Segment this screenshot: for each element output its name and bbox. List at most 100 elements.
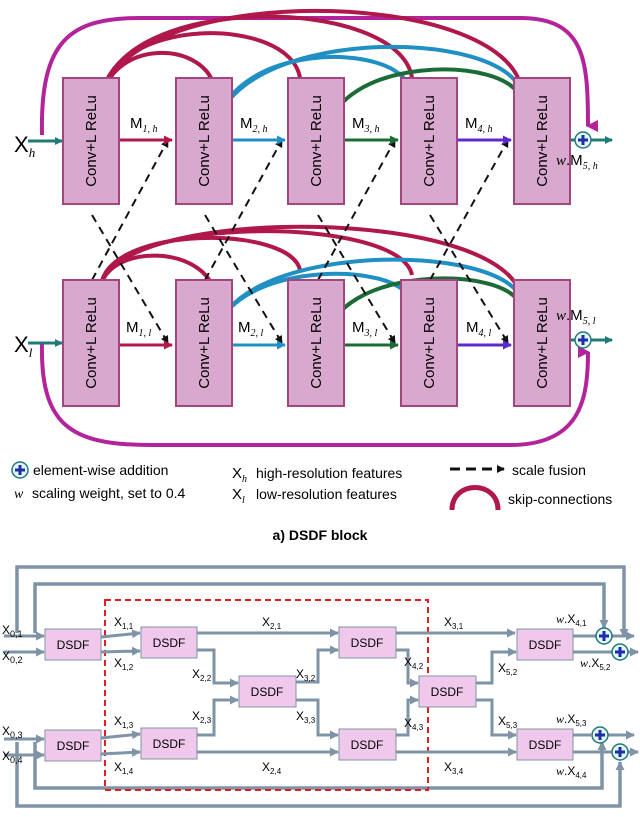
conv-block-label: Conv+L ReLu [196, 297, 213, 389]
edge-x42: X4,2 [404, 655, 424, 671]
input-x03: X0,3 [2, 724, 23, 740]
dsdf-block-4: DSDF [140, 727, 198, 760]
svg-text:DSDF: DSDF [153, 737, 186, 751]
edge-x13: X1,3 [114, 714, 134, 730]
input-x04: X0,4 [2, 749, 23, 765]
conv-block-label: Conv+L ReLu [421, 95, 438, 187]
conv-block-label: Conv+L ReLu [83, 95, 100, 187]
outer-skip-l [39, 341, 590, 447]
conv-block-top-2: Conv+L ReLu [175, 77, 233, 205]
edge-x22: X2,2 [192, 667, 212, 683]
edge-x32: X3,2 [296, 667, 316, 683]
network-outputs: w.X4,1 w.X5,2 w.X5,3 w.X4,4 [556, 612, 611, 780]
output-label-l: w.M5, l [556, 307, 596, 327]
conv-block-top-3: Conv+L ReLu [287, 77, 345, 205]
dsdf-block-5: DSDF [238, 675, 297, 708]
legend-w-symbol: w [14, 487, 24, 502]
network-edges [4, 628, 639, 760]
m-label-1h: M1, h [130, 115, 158, 135]
conv-block-top-1: Conv+L ReLu [62, 77, 120, 205]
m-label-3l: M3, l [352, 319, 378, 339]
dsdf-block-10: DSDF [516, 728, 574, 761]
top-conv-blocks: Conv+L ReLu Conv+L ReLu Conv+L ReLu Conv… [62, 77, 571, 205]
m-label-2l: M2, l [238, 319, 264, 339]
edge-x31: X3,1 [444, 615, 464, 631]
conv-block-label: Conv+L ReLu [308, 95, 325, 187]
output-w-x53: w.X5,3 [556, 712, 587, 728]
bottom-conv-blocks: Conv+L ReLu Conv+L ReLu Conv+L ReLu Conv… [62, 279, 571, 407]
input-x01: X0,1 [2, 623, 23, 639]
svg-text:DSDF: DSDF [351, 636, 384, 650]
svg-text:DSDF: DSDF [251, 685, 284, 699]
plus-icon [595, 627, 613, 645]
svg-text:DSDF: DSDF [57, 638, 90, 652]
legend-w-text: scaling weight, set to 0.4 [32, 485, 186, 501]
m-labels-bottom: M1, l M2, l M3, l M4, l [126, 319, 492, 339]
legend-xh-text: high-resolution features [256, 465, 402, 481]
svg-text:DSDF: DSDF [153, 636, 186, 650]
conv-block-label: Conv+L ReLu [534, 95, 551, 187]
m-label-1l: M1, l [126, 319, 152, 339]
edge-labels: X1,1 X1,2 X1,3 X1,4 X2,1 X2,2 X2,3 X2,4 … [114, 615, 518, 776]
svg-text:DSDF: DSDF [57, 739, 90, 753]
legend-fusion-text: scale fusion [512, 462, 586, 478]
edge-x53: X5,3 [498, 714, 518, 730]
conv-block-bottom-2: Conv+L ReLu [175, 279, 233, 407]
legend-xl-symbol: Xl [232, 486, 245, 506]
output-w-x52: w.X5,2 [580, 656, 611, 672]
m-label-2h: M2, h [240, 115, 268, 135]
edge-x52: X5,2 [498, 661, 518, 677]
edge-x12: X1,2 [114, 656, 134, 672]
plus-icon [11, 461, 29, 479]
scale-fusion-lines [91, 139, 509, 344]
conv-block-top-5: Conv+L ReLu [513, 77, 571, 205]
edge-x14: X1,4 [114, 760, 134, 776]
conv-block-label: Conv+L ReLu [534, 297, 551, 389]
dsdf-block-8: DSDF [418, 675, 477, 708]
dsdf-block-3: DSDF [140, 626, 198, 659]
conv-block-label: Conv+L ReLu [83, 297, 100, 389]
legend-xl-text: low-resolution features [256, 486, 397, 502]
svg-text:DSDF: DSDF [351, 738, 384, 752]
dsdf-block-7: DSDF [338, 728, 397, 761]
input-xh: Xh [14, 132, 35, 160]
network-inputs: X0,1 X0,2 X0,3 X0,4 [2, 623, 23, 765]
m-labels-top: M1, h M2, h M3, h M4, h [130, 115, 493, 135]
legend: element-wise addition w scaling weight, … [11, 461, 612, 511]
conv-block-bottom-5: Conv+L ReLu [513, 279, 571, 407]
plus-icon [591, 726, 609, 744]
caption-a: a) DSDF block [273, 527, 368, 543]
m-label-3h: M3, h [352, 115, 380, 135]
legend-skip-text: skip-connections [508, 491, 612, 507]
svg-text:DSDF: DSDF [529, 738, 562, 752]
m-label-4l: M4, l [466, 319, 492, 339]
dsdf-block-2: DSDF [44, 729, 102, 762]
svg-text:DSDF: DSDF [529, 638, 562, 652]
outer-skip-h [39, 16, 599, 136]
output-label-h: w.M5, h [556, 152, 598, 172]
m-label-4h: M4, h [465, 115, 493, 135]
conv-block-label: Conv+L ReLu [196, 95, 213, 187]
conv-block-bottom-4: Conv+L ReLu [400, 279, 458, 407]
conv-block-bottom-1: Conv+L ReLu [62, 279, 120, 407]
dsdf-block-9: DSDF [516, 628, 574, 661]
legend-skip-arc [449, 485, 501, 511]
plus-icon [611, 743, 629, 761]
plus-icon [574, 331, 592, 349]
svg-text:DSDF: DSDF [431, 685, 464, 699]
plus-icon [574, 131, 592, 149]
conv-block-label: Conv+L ReLu [308, 297, 325, 389]
input-x02: X0,2 [2, 649, 23, 665]
dsdf-blocks: DSDF DSDF DSDF DSDF DSDF DSDF DSDF DSDF … [44, 626, 574, 762]
outer-loops [15, 565, 629, 808]
input-xl: Xl [14, 332, 33, 360]
legend-xh-symbol: Xh [232, 465, 247, 485]
dsdf-block-1: DSDF [44, 628, 102, 661]
dsdf-block-6: DSDF [338, 626, 397, 659]
plus-icon [611, 643, 629, 661]
edge-x21: X2,1 [262, 615, 282, 631]
edge-x33: X3,3 [296, 709, 316, 725]
edge-x24: X2,4 [262, 760, 282, 776]
output-w-x44: w.X4,4 [556, 764, 587, 780]
